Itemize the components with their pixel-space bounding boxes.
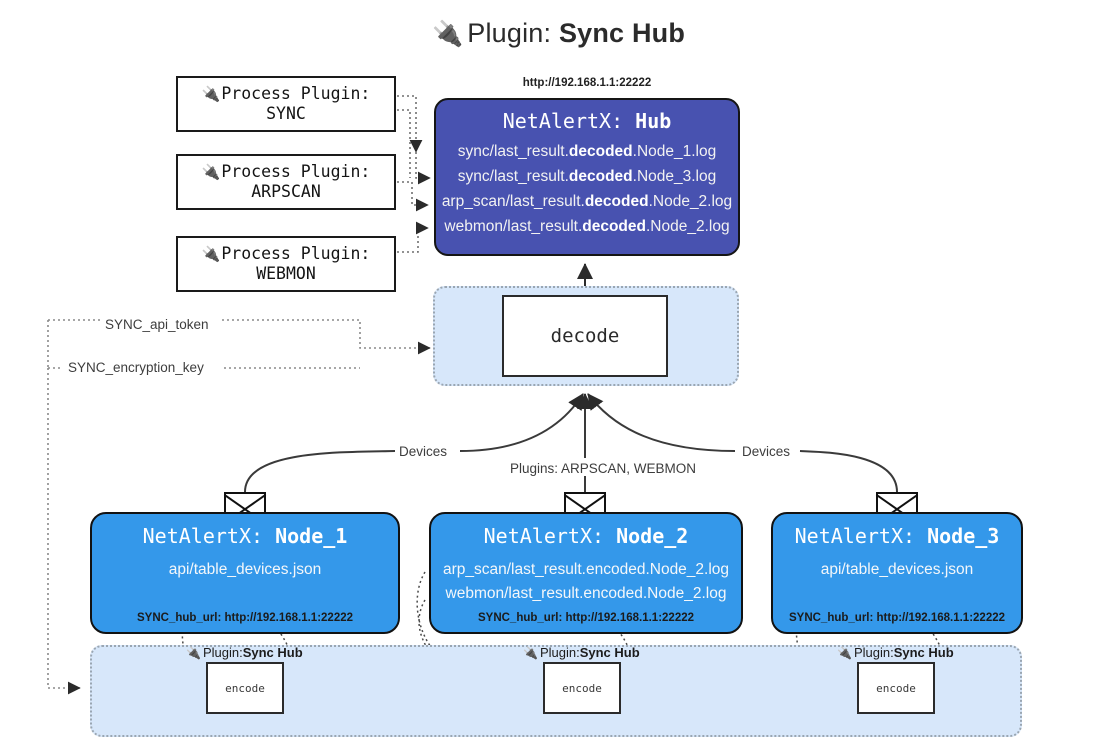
edge-arpscan-to-hub: [397, 181, 429, 212]
label-sync-api-token: SYNC_api_token: [101, 317, 213, 332]
encode-box-node-2[interactable]: encode: [543, 662, 621, 714]
encode-plugin-label: 🔌Plugin: Sync Hub: [523, 645, 640, 660]
page-title: 🔌Plugin: Sync Hub: [0, 18, 1117, 49]
hub-title-prefix: NetAlertX:: [502, 109, 636, 133]
node-title: NetAlertX: Node_1: [142, 524, 348, 548]
hub-log-line: webmon/last_result.decoded.Node_2.log: [444, 218, 730, 236]
node-line: api/table_devices.json: [820, 561, 974, 578]
process-plugin-name: ARPSCAN: [251, 182, 321, 201]
hub-log-line: arp_scan/last_result.decoded.Node_2.log: [441, 193, 733, 211]
plug-icon: 🔌: [201, 244, 221, 263]
plug-icon: 🔌: [201, 162, 221, 181]
process-plugin-arpscan[interactable]: 🔌Process Plugin: ARPSCAN: [176, 154, 396, 210]
label-devices-right: Devices: [738, 444, 795, 459]
process-plugin-name: SYNC: [266, 104, 306, 123]
node-footer: SYNC_hub_url: http://192.168.1.1:22222: [477, 612, 695, 624]
encode-plugin-label: 🔌Plugin: Sync Hub: [837, 645, 954, 660]
process-plugin-sync[interactable]: 🔌Process Plugin: SYNC: [176, 76, 396, 132]
plug-icon: 🔌: [837, 645, 852, 660]
process-plugin-label: Process Plugin:: [221, 161, 371, 181]
process-plugin-label: Process Plugin:: [221, 83, 371, 103]
label-sync-encryption-key: SYNC_encryption_key: [64, 360, 208, 375]
node-footer: SYNC_hub_url: http://192.168.1.1:22222: [788, 612, 1006, 624]
node-title: NetAlertX: Node_3: [794, 524, 1000, 548]
node-footer: SYNC_hub_url: http://192.168.1.1:22222: [136, 612, 354, 624]
hub-title-name: Hub: [635, 109, 672, 133]
node-title: NetAlertX: Node_2: [483, 524, 689, 548]
hub-url-label: http://192.168.1.1:22222: [522, 77, 652, 89]
encode-plugin-label: 🔌Plugin: Sync Hub: [186, 645, 303, 660]
hub-log-line: sync/last_result.decoded.Node_3.log: [457, 168, 717, 186]
decode-box[interactable]: decode: [502, 295, 668, 377]
edge-node3-to-decode: [588, 394, 898, 493]
process-plugin-name: WEBMON: [256, 264, 316, 283]
node-2[interactable]: NetAlertX: Node_2 arp_scan/last_result.e…: [429, 512, 743, 634]
node-line: webmon/last_result.encoded.Node_2.log: [445, 585, 727, 603]
plug-icon: 🔌: [431, 20, 464, 48]
encode-box-node-3[interactable]: encode: [857, 662, 935, 714]
plug-icon: 🔌: [523, 645, 538, 660]
edge-sync-to-hub: [397, 95, 431, 185]
label-devices-left: Devices: [395, 444, 452, 459]
encode-box-node-1[interactable]: encode: [206, 662, 284, 714]
hub-title: NetAlertX: Hub: [436, 109, 738, 133]
node-line: arp_scan/last_result.encoded.Node_2.log: [442, 561, 730, 578]
edge-node1-to-decode: [244, 394, 583, 493]
hub-node[interactable]: NetAlertX: Hub sync/last_result.decoded.…: [434, 98, 740, 256]
node-line: api/table_devices.json: [168, 561, 322, 578]
node-lines: api/table_devices.json: [92, 558, 398, 582]
node-lines: arp_scan/last_result.encoded.Node_2.log …: [431, 558, 741, 606]
page-title-name: Sync Hub: [558, 18, 686, 48]
plug-icon: 🔌: [201, 84, 221, 103]
edge-webmon-to-hub: [397, 221, 429, 253]
node-3[interactable]: NetAlertX: Node_3 api/table_devices.json…: [771, 512, 1023, 634]
process-plugin-webmon[interactable]: 🔌Process Plugin: WEBMON: [176, 236, 396, 292]
page-title-prefix: Plugin:: [467, 18, 559, 48]
hub-log-line: sync/last_result.decoded.Node_1.log: [457, 143, 717, 160]
node-1[interactable]: NetAlertX: Node_1 api/table_devices.json…: [90, 512, 400, 634]
hub-log-list: sync/last_result.decoded.Node_1.log sync…: [436, 139, 738, 239]
plug-icon: 🔌: [186, 645, 201, 660]
process-plugin-label: Process Plugin:: [221, 243, 371, 263]
label-plugins-middle: Plugins: ARPSCAN, WEBMON: [506, 461, 701, 476]
node-lines: api/table_devices.json: [773, 558, 1021, 582]
